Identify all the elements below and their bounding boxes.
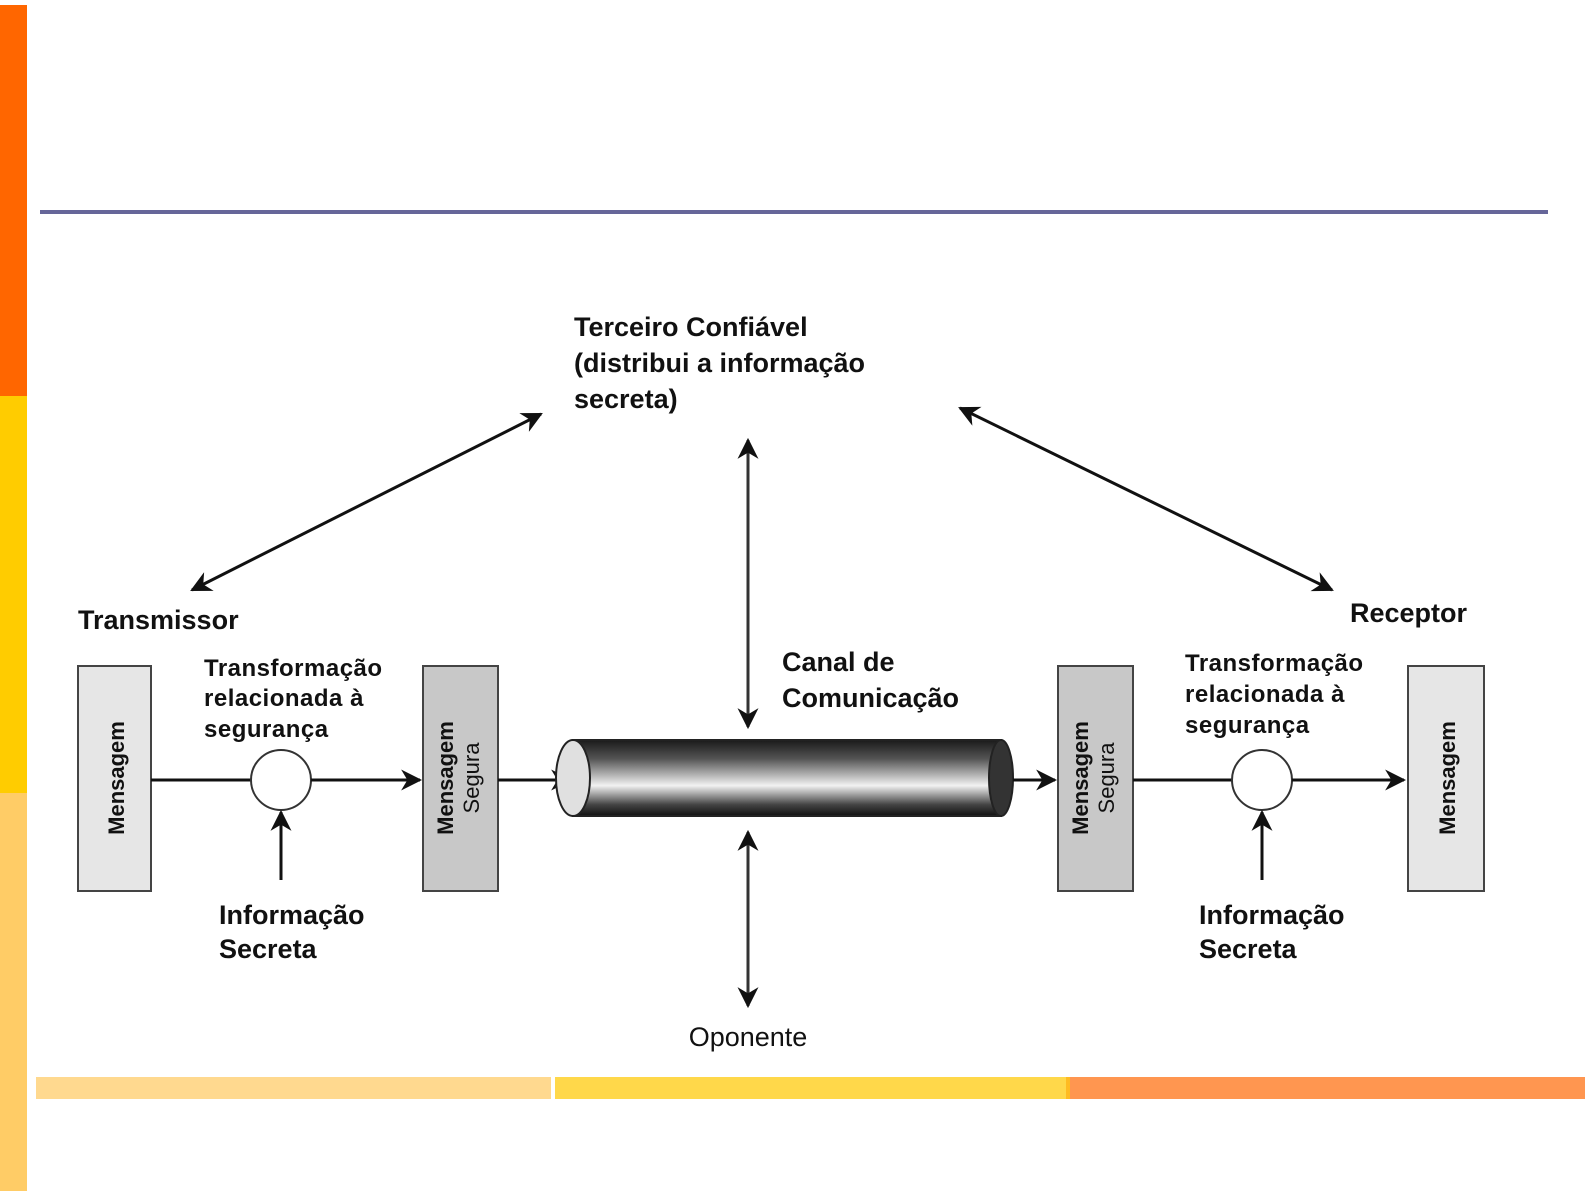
receiver-ttp-arrow xyxy=(960,408,1332,590)
svg-text:Segura: Segura xyxy=(1094,742,1119,814)
svg-text:Mensagem: Mensagem xyxy=(1435,721,1460,835)
sender-title: Transmissor xyxy=(78,605,239,635)
bottom-accent-bar-yellow xyxy=(555,1077,1066,1099)
svg-text:segurança: segurança xyxy=(1185,712,1310,739)
channel-label: Canal de Comunicação xyxy=(782,647,959,713)
svg-text:Informação: Informação xyxy=(219,900,365,930)
svg-text:Canal de: Canal de xyxy=(782,647,895,677)
ttp-line-3: secreta) xyxy=(574,384,678,414)
svg-text:Comunicação: Comunicação xyxy=(782,683,959,713)
receiver-transform-circle xyxy=(1232,750,1292,810)
opponent-label: Oponente xyxy=(689,1022,808,1052)
bottom-accent-bar-light xyxy=(36,1077,551,1099)
receiver-secret-info-label: Informação Secreta xyxy=(1199,900,1345,964)
svg-text:relacionada à: relacionada à xyxy=(204,685,364,712)
svg-text:Transformação: Transformação xyxy=(1185,650,1364,677)
svg-text:Mensagem: Mensagem xyxy=(433,721,458,835)
svg-text:segurança: segurança xyxy=(204,716,329,743)
receiver-title: Receptor xyxy=(1350,598,1468,628)
svg-text:Informação: Informação xyxy=(1199,900,1345,930)
ttp-line-2: (distribui a informação xyxy=(574,348,865,378)
sender-transform-label: Transformação relacionada à segurança xyxy=(204,655,383,743)
communication-channel-pipe xyxy=(556,740,1013,816)
receiver-transform-label: Transformação relacionada à segurança xyxy=(1185,650,1364,739)
svg-text:Secreta: Secreta xyxy=(219,934,318,964)
svg-text:Mensagem: Mensagem xyxy=(104,721,129,835)
trusted-third-party-label: Terceiro Confiável (distribui a informaç… xyxy=(574,312,865,414)
sender-secure-message-box: Mensagem Segura xyxy=(423,666,498,891)
sender-secret-info-label: Informação Secreta xyxy=(219,900,365,964)
svg-text:Segura: Segura xyxy=(459,742,484,814)
bottom-accent-bar-orange xyxy=(1066,1077,1585,1099)
receiver-secure-message-box: Mensagem Segura xyxy=(1058,666,1133,891)
svg-text:Secreta: Secreta xyxy=(1199,934,1298,964)
receiver-message-box: Mensagem xyxy=(1408,666,1484,891)
svg-text:Transformação: Transformação xyxy=(204,655,383,682)
ttp-line-1: Terceiro Confiável xyxy=(574,312,808,342)
sender-message-box: Mensagem xyxy=(78,666,151,891)
svg-text:Mensagem: Mensagem xyxy=(1068,721,1093,835)
sender-transform-circle xyxy=(251,750,311,810)
svg-text:relacionada à: relacionada à xyxy=(1185,681,1345,708)
sender-ttp-arrow xyxy=(192,414,541,590)
